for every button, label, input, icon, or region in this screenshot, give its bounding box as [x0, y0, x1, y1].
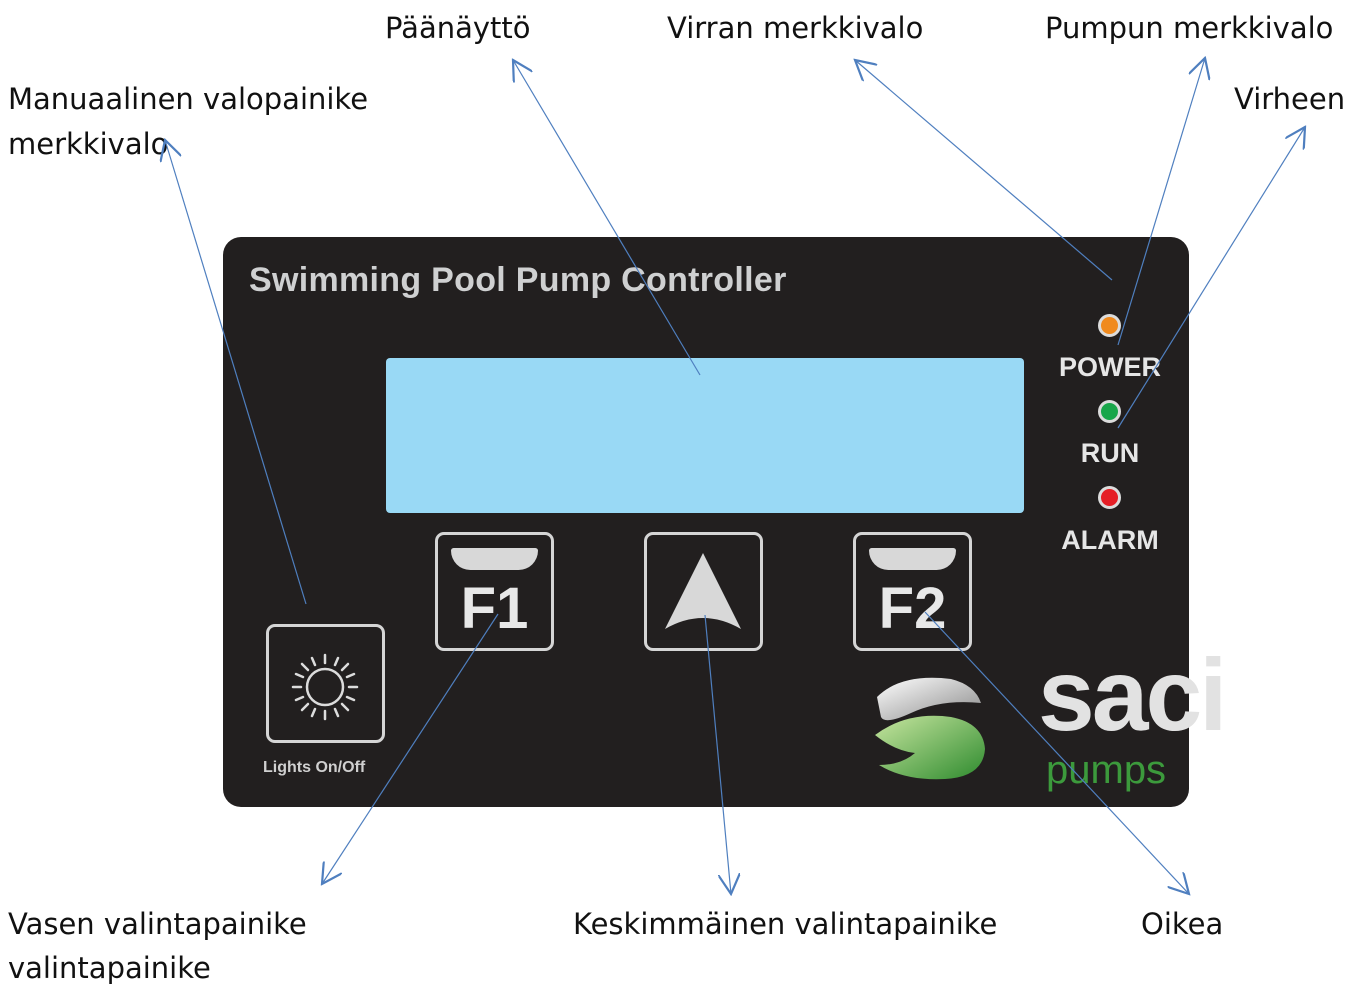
f2-label: F2 [878, 576, 947, 641]
run-led [1098, 400, 1121, 423]
label-error-indicator: Virheen [1234, 82, 1346, 116]
f1-button[interactable]: F1 [435, 532, 554, 651]
label-left-select-line2: valintapainike [8, 951, 211, 985]
lights-button-label: Lights On/Off [263, 759, 366, 776]
f1-indicator-bar [451, 548, 538, 570]
controller-panel: Swimming Pool Pump Controller [223, 237, 1228, 807]
label-manual-light-line2: merkkivalo [8, 127, 169, 161]
lights-button[interactable] [266, 624, 385, 743]
panel-title: Swimming Pool Pump Controller [249, 261, 787, 299]
up-arrow-icon [665, 553, 741, 629]
label-manual-light-line1: Manuaalinen valopainike [8, 82, 369, 116]
label-main-display: Päänäyttö [385, 11, 531, 45]
brand-name: saci [1038, 638, 1228, 752]
alarm-led [1098, 486, 1121, 509]
up-arrow-button[interactable] [644, 532, 763, 651]
main-display [386, 358, 1024, 513]
f2-button[interactable]: F2 [853, 532, 972, 651]
f1-label: F1 [460, 576, 529, 641]
brand-subtitle: pumps [1046, 748, 1167, 792]
label-pump-indicator: Pumpun merkkivalo [1045, 11, 1334, 45]
power-led [1098, 314, 1121, 337]
label-left-select-line1: Vasen valintapainike [8, 907, 307, 941]
saci-logo-icon [875, 677, 985, 780]
label-right-select: Oikea [1141, 907, 1224, 941]
alarm-led-label: ALARM [1061, 525, 1159, 555]
run-led-label: RUN [1080, 438, 1140, 468]
f2-indicator-bar [869, 548, 956, 570]
sun-icon [291, 653, 359, 721]
label-power-indicator: Virran merkkivalo [667, 11, 924, 45]
power-led-label: POWER [1058, 352, 1161, 382]
label-middle-select: Keskimmäinen valintapainike [573, 907, 998, 941]
